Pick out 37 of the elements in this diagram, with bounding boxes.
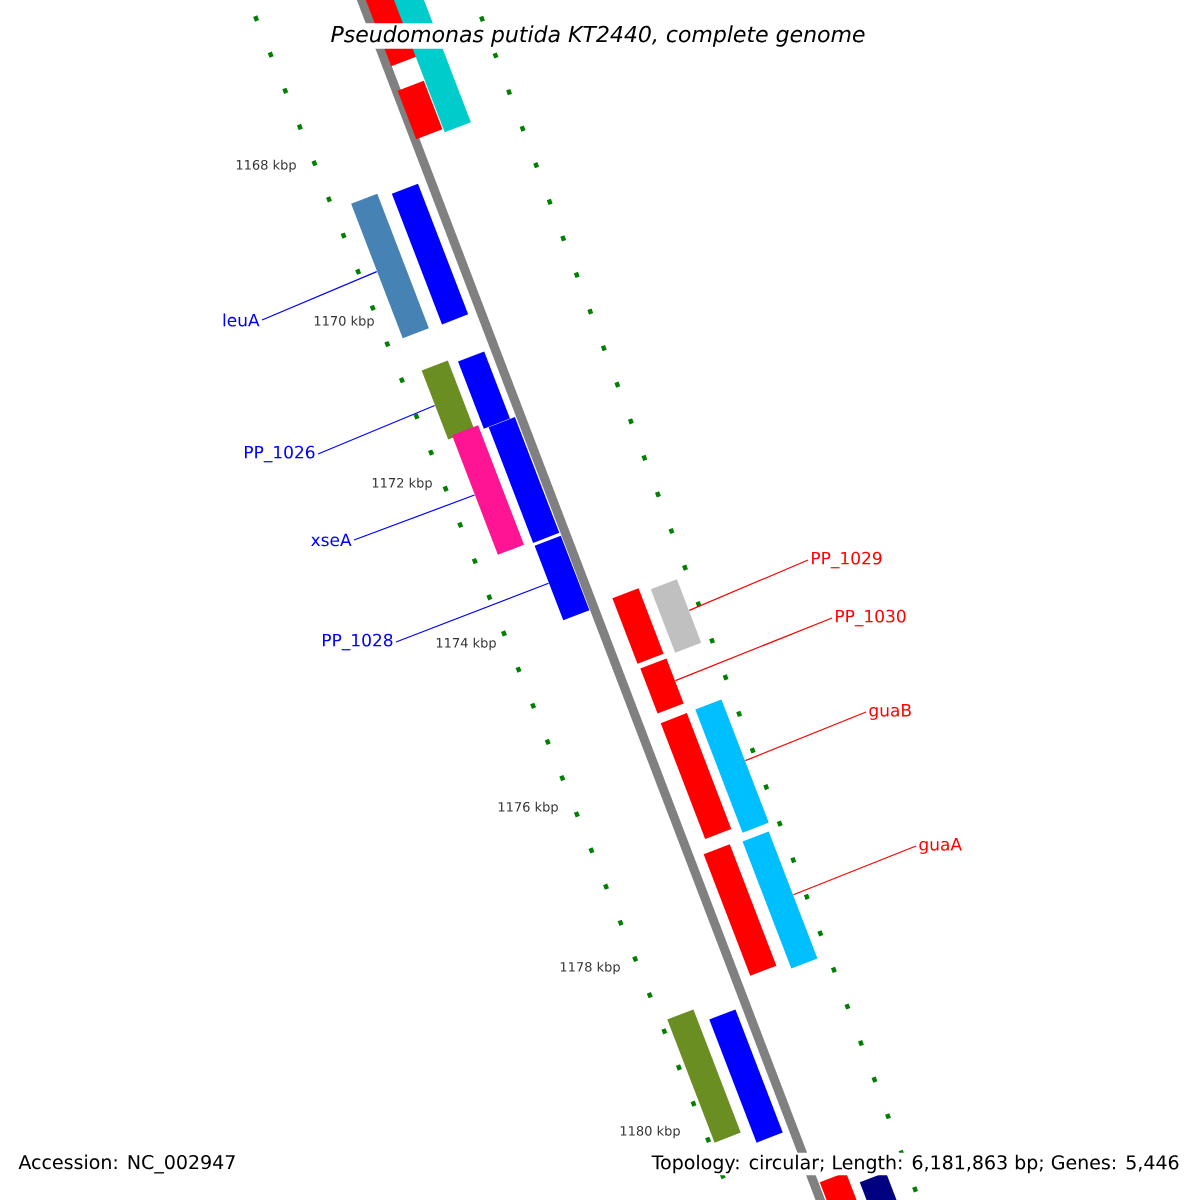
gene-label: xseA	[311, 533, 352, 547]
gene-block	[859, 1172, 901, 1200]
leader-line	[674, 617, 833, 682]
gene-label: PP_1026	[245, 445, 315, 463]
gene-block	[703, 844, 777, 976]
title: Pseudomonas putida KT2440, complete genome	[328, 23, 868, 49]
leader-line	[395, 582, 550, 643]
gene-block	[640, 658, 684, 714]
gene-label: leuA	[223, 313, 260, 327]
leader-line	[261, 271, 378, 321]
gene-block	[695, 699, 769, 833]
leader-line	[353, 494, 476, 541]
leader-line	[744, 711, 867, 762]
gene-label: PP_1029	[812, 551, 882, 569]
gene-block	[391, 183, 469, 325]
gene-block	[421, 360, 475, 440]
gene-block	[819, 1172, 861, 1200]
gene-block	[650, 579, 702, 653]
gene-label: PP_1030	[836, 609, 906, 627]
gene-label: guaB	[869, 704, 911, 720]
gene-block	[534, 535, 590, 621]
gene-block	[488, 417, 560, 543]
gene-block	[612, 588, 664, 664]
footer-text: Accession: NC_002947	[16, 1152, 239, 1176]
gene-block	[452, 425, 524, 555]
gene-label: guaA	[919, 838, 962, 854]
gene-block	[397, 80, 443, 140]
footer-text: Topology: circular; Length: 6,181,863 bp; Genes: 5,446	[649, 1152, 1182, 1176]
gene-block	[709, 1009, 783, 1143]
leader-line	[317, 404, 436, 455]
leader-line	[688, 559, 809, 611]
gene-block	[351, 193, 429, 339]
gene-block	[742, 831, 818, 969]
leader-line	[792, 845, 917, 896]
gene-block	[660, 713, 732, 839]
gene-block	[458, 351, 510, 429]
gene-label: PP_1028	[323, 633, 393, 651]
